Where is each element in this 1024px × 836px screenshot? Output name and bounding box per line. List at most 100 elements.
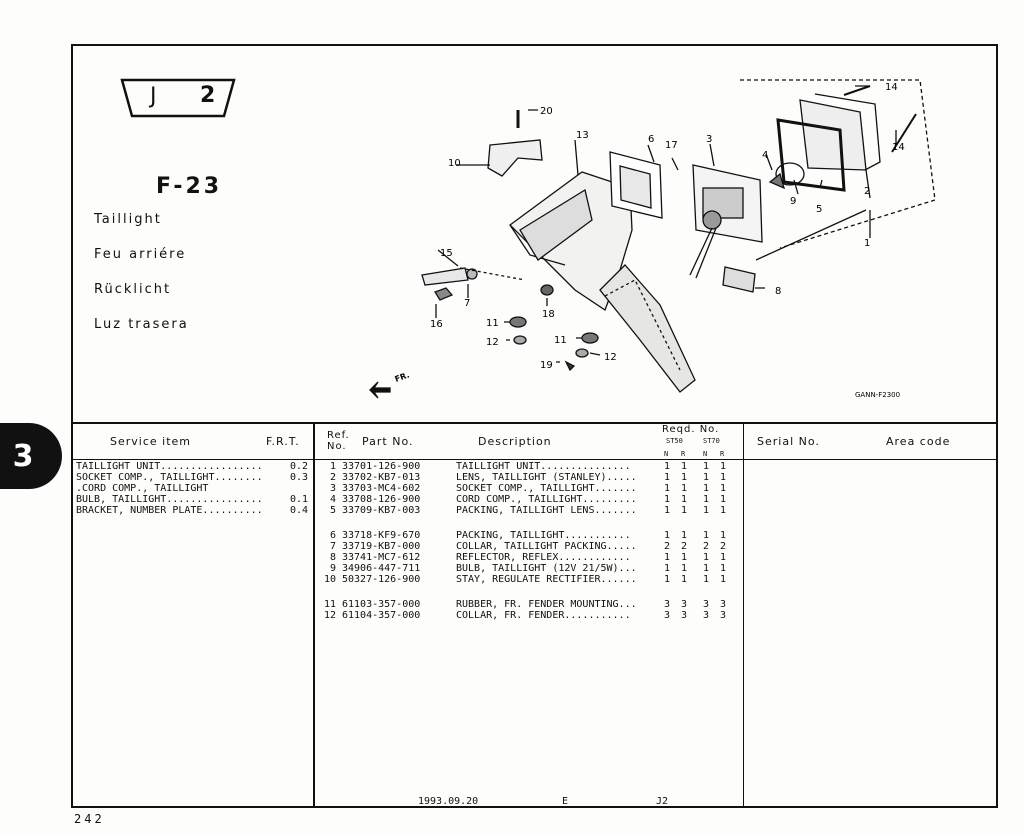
qty: 1 bbox=[681, 472, 688, 483]
header-frt: F.R.T. bbox=[266, 435, 300, 448]
service-item-row: BRACKET, NUMBER PLATE..........0.4 bbox=[76, 505, 308, 516]
header-description: Description bbox=[478, 435, 552, 448]
service-item-row: SOCKET COMP., TAILLIGHT........0.3 bbox=[76, 472, 308, 483]
qty: 1 bbox=[720, 494, 727, 505]
callout-14b: 14 bbox=[892, 142, 905, 153]
qty: 1 bbox=[720, 505, 727, 516]
qty: 1 bbox=[720, 530, 727, 541]
qty: 3 bbox=[720, 610, 727, 621]
part-no: 34906-447-711 bbox=[342, 563, 421, 574]
service-items-list: TAILLIGHT UNIT.................0.2 SOCKE… bbox=[76, 461, 308, 516]
qty: 1 bbox=[664, 494, 671, 505]
callout-4: 4 bbox=[762, 150, 768, 161]
qty: 3 bbox=[703, 610, 710, 621]
part-no: 33719-KB7-000 bbox=[342, 541, 421, 552]
qty: 2 bbox=[681, 541, 688, 552]
callout-3: 3 bbox=[706, 134, 712, 145]
qty: 1 bbox=[681, 483, 688, 494]
qty: 1 bbox=[664, 574, 671, 585]
reflector bbox=[722, 266, 756, 293]
callout-19: 19 bbox=[540, 360, 553, 371]
ref-no: 6 bbox=[329, 530, 336, 541]
header-sub-r2: R bbox=[720, 450, 725, 458]
callout-10: 10 bbox=[448, 158, 461, 169]
qty: 2 bbox=[664, 541, 671, 552]
diagram-code: GANN-F2300 bbox=[855, 391, 900, 399]
taillight-lens bbox=[799, 99, 867, 171]
table-top-divider bbox=[71, 422, 998, 424]
qty: 1 bbox=[720, 461, 727, 472]
qty: 3 bbox=[703, 599, 710, 610]
qty: 1 bbox=[681, 552, 688, 563]
header-sub-r1: R bbox=[681, 450, 686, 458]
callout-17: 17 bbox=[665, 140, 678, 151]
callout-11b: 11 bbox=[554, 335, 567, 346]
description: TAILLIGHT UNIT............... bbox=[456, 461, 631, 472]
qty: 1 bbox=[664, 530, 671, 541]
callout-20: 20 bbox=[540, 106, 553, 117]
qty: 3 bbox=[681, 599, 688, 610]
header-model-st50: ST50 bbox=[666, 437, 683, 445]
header-sub-n2: N bbox=[703, 450, 708, 458]
qty: 1 bbox=[703, 505, 710, 516]
qty: 1 bbox=[681, 563, 688, 574]
title-german: Rücklicht bbox=[94, 282, 172, 297]
qty: 1 bbox=[664, 461, 671, 472]
qty: 1 bbox=[703, 483, 710, 494]
callout-12a: 12 bbox=[486, 337, 499, 348]
qty: 1 bbox=[720, 563, 727, 574]
service-item-row: .CORD COMP., TAILLIGHT bbox=[76, 483, 209, 494]
qty: 3 bbox=[664, 610, 671, 621]
qty: 1 bbox=[664, 483, 671, 494]
qty: 1 bbox=[664, 472, 671, 483]
callout-16: 16 bbox=[430, 319, 443, 330]
part-no: 33709-KB7-003 bbox=[342, 505, 421, 516]
title-french: Feu arriére bbox=[94, 247, 187, 262]
header-part-no: Part No. bbox=[362, 435, 414, 448]
part-no: 33708-126-900 bbox=[342, 494, 421, 505]
callout-2: 2 bbox=[864, 186, 870, 197]
ref-no: 10 bbox=[323, 574, 336, 585]
page-number: 242 bbox=[74, 812, 105, 826]
footer-date: 1993.09.20 bbox=[418, 796, 479, 807]
table-column-divider-serial bbox=[743, 422, 744, 808]
description: STAY, REGULATE RECTIFIER...... bbox=[456, 574, 637, 585]
part-no: 33741-MC7-612 bbox=[342, 552, 421, 563]
header-sub-n1: N bbox=[664, 450, 669, 458]
header-ref-no: Ref. No. bbox=[327, 430, 350, 452]
ref-no: 4 bbox=[329, 494, 336, 505]
header-reqd-no: Reqd. No. bbox=[662, 424, 720, 435]
section-number: 2 bbox=[200, 83, 216, 108]
qty: 1 bbox=[681, 574, 688, 585]
qty: 1 bbox=[664, 505, 671, 516]
callout-13: 13 bbox=[576, 130, 589, 141]
qty: 2 bbox=[720, 541, 727, 552]
description: COLLAR, FR. FENDER........... bbox=[456, 610, 631, 621]
qty: 3 bbox=[681, 610, 688, 621]
ref-no: 9 bbox=[329, 563, 336, 574]
qty: 2 bbox=[703, 541, 710, 552]
qty: 1 bbox=[681, 494, 688, 505]
qty: 1 bbox=[703, 574, 710, 585]
table-column-divider bbox=[313, 422, 315, 808]
header-area-code: Area code bbox=[886, 435, 951, 448]
exploded-diagram: FR. GANN-F2300 20 13 6 17 3 4 14 14 10 2… bbox=[369, 79, 936, 399]
figure-code: F-23 bbox=[156, 174, 223, 199]
qty: 3 bbox=[664, 599, 671, 610]
callout-6: 6 bbox=[648, 134, 654, 145]
description: SOCKET COMP., TAILLIGHT....... bbox=[456, 483, 637, 494]
callout-8: 8 bbox=[775, 286, 781, 297]
table-header-divider bbox=[71, 459, 998, 460]
description: REFLECTOR, REFLEX............ bbox=[456, 552, 631, 563]
qty: 1 bbox=[664, 552, 671, 563]
qty: 1 bbox=[703, 472, 710, 483]
part-no: 61103-357-000 bbox=[342, 599, 421, 610]
title-spanish: Luz trasera bbox=[94, 317, 189, 332]
